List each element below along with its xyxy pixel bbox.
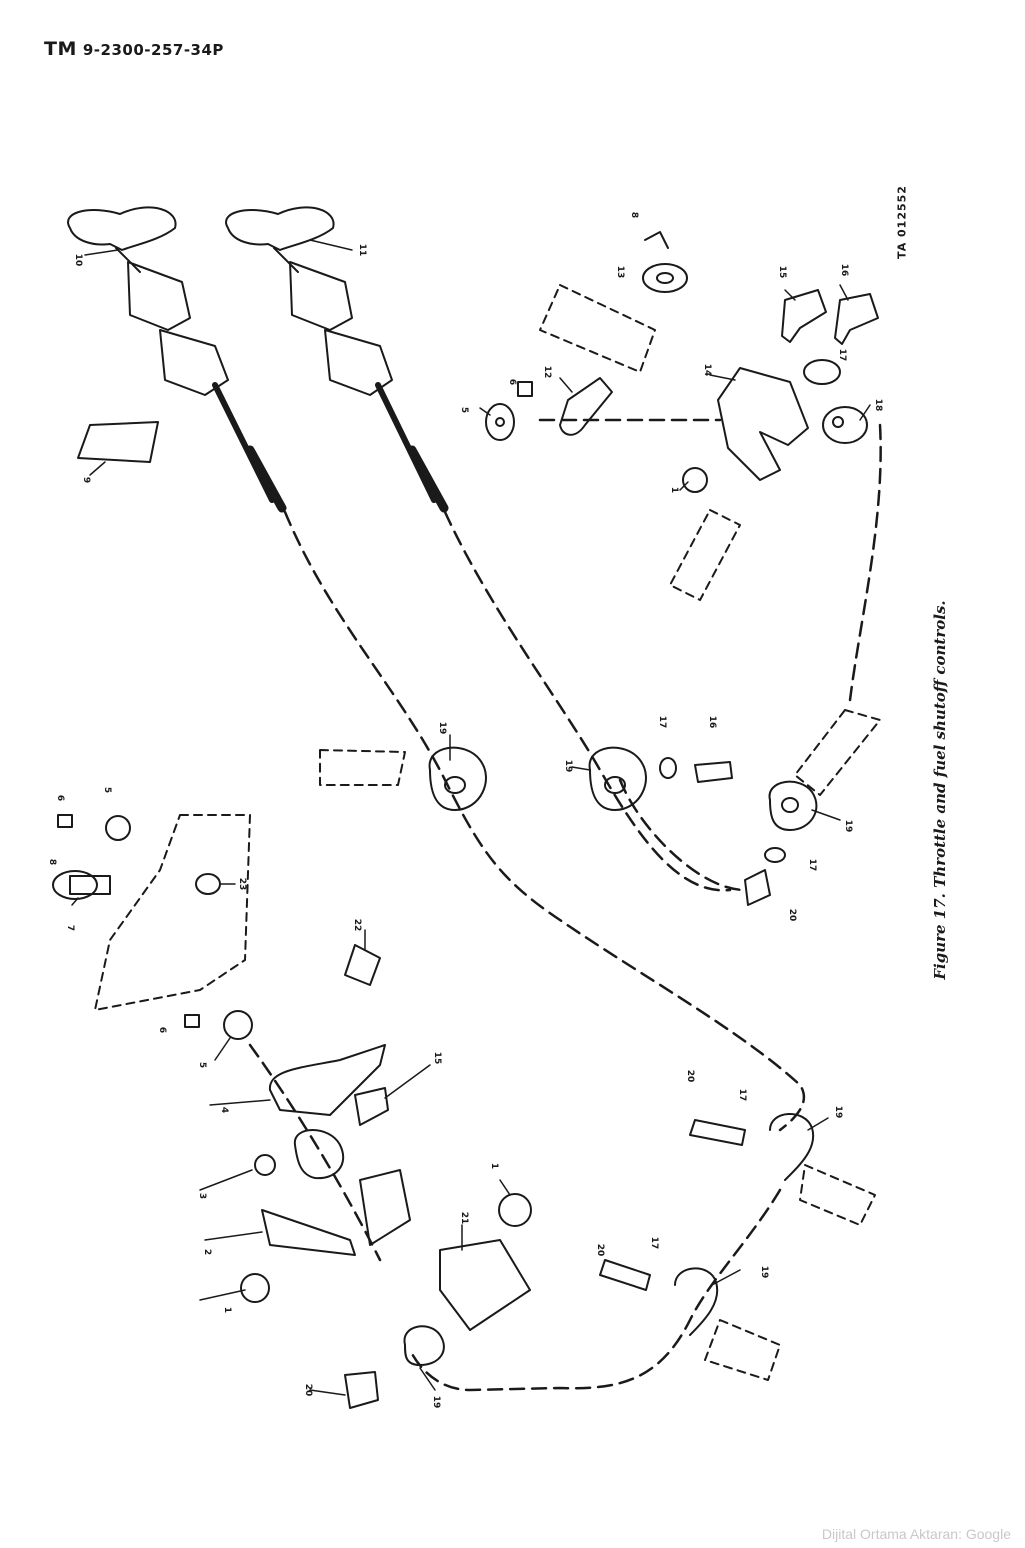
callout-20: 20	[787, 909, 797, 922]
callout-19: 19	[843, 820, 853, 833]
callout-19: 19	[833, 1106, 843, 1119]
callout-19: 19	[431, 1396, 441, 1409]
ta-number: TA 012552	[895, 185, 909, 259]
callout-18: 18	[873, 399, 883, 412]
callout-1: 1	[222, 1307, 232, 1313]
callout-23: 23	[237, 878, 247, 891]
callout-8: 8	[629, 212, 639, 218]
callout-20: 20	[685, 1070, 695, 1083]
callout-9: 9	[81, 477, 91, 483]
callout-17: 17	[737, 1089, 747, 1102]
identification-plate	[77, 421, 159, 463]
callout-10: 10	[73, 254, 83, 267]
callout-20: 20	[303, 1384, 313, 1397]
callout-3: 3	[197, 1193, 207, 1199]
fuel-shutoff-control-cable	[225, 206, 449, 513]
callout-5: 5	[459, 407, 469, 413]
scanner-credit: Dijital Ortama Aktaran: Google	[821, 1526, 1011, 1542]
callout-19: 19	[437, 722, 447, 735]
callout-4: 4	[219, 1107, 229, 1113]
callout-17: 17	[649, 1237, 659, 1250]
callout-17: 17	[807, 859, 817, 872]
upper-linkage-assembly	[485, 231, 879, 493]
callout-17: 17	[657, 716, 667, 729]
callout-21: 21	[459, 1212, 469, 1225]
callout-7: 7	[65, 925, 75, 931]
callout-22: 22	[352, 919, 362, 932]
doc-number: 9-2300-257-34P	[82, 41, 224, 59]
lower-linkage-assembly	[52, 814, 532, 1331]
callout-leaders	[71, 239, 871, 1396]
cable-routing-lines	[248, 418, 882, 1392]
figure-caption: Figure 17. Throttle and fuel shutoff con…	[931, 600, 949, 980]
tm-label: TM	[44, 38, 77, 60]
callout-2: 2	[202, 1249, 212, 1255]
callout-20: 20	[595, 1244, 605, 1257]
callout-15: 15	[432, 1052, 442, 1065]
callout-14: 14	[702, 364, 712, 377]
callout-16: 16	[707, 716, 717, 729]
callout-19: 19	[759, 1266, 769, 1279]
callout-6: 6	[55, 795, 65, 801]
callout-6: 6	[507, 379, 517, 385]
callout-1: 1	[489, 1163, 499, 1169]
callout-15: 15	[777, 266, 787, 279]
callout-13: 13	[615, 266, 625, 279]
callout-8: 8	[47, 859, 57, 865]
callout-12: 12	[542, 366, 552, 379]
callout-19: 19	[563, 760, 573, 773]
callout-16: 16	[839, 264, 849, 277]
tm-header: TM 9-2300-257-34P	[44, 38, 224, 60]
callout-5: 5	[197, 1062, 207, 1068]
cable-clamps	[293, 746, 818, 1366]
callout-6: 6	[157, 1027, 167, 1033]
callout-17: 17	[837, 349, 847, 362]
screws-and-washers	[195, 757, 786, 1409]
callout-5: 5	[102, 787, 112, 793]
callout-11: 11	[357, 244, 367, 257]
throttle-control-cable	[67, 206, 287, 513]
phantom-parts	[94, 284, 881, 1381]
callout-1: 1	[669, 487, 679, 493]
